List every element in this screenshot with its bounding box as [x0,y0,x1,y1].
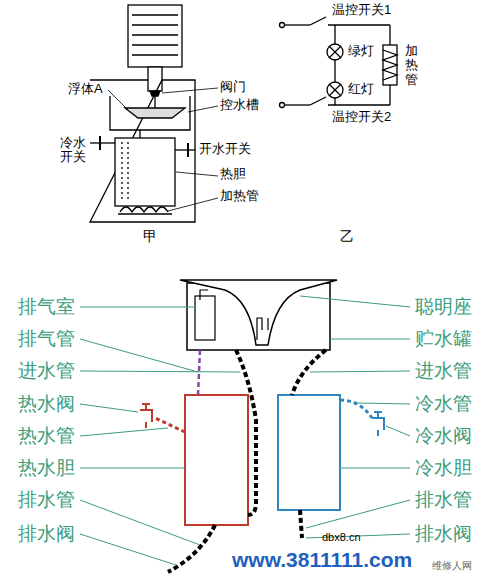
switch-label: 温控开关1 [332,3,391,18]
leader-lines [80,296,410,565]
part-label: 进水管 [415,360,472,382]
part-label: 排气室 [18,296,75,318]
heater-label: 加热管 [405,44,419,87]
part-label: 冷水管 [415,393,472,415]
lamp-label: 红灯 [348,82,374,97]
part-label: 热胆 [220,167,246,182]
part-label: 冷水阀 [415,425,472,447]
part-label: 排水管 [415,489,472,511]
figure-label: 甲 [143,228,157,244]
part-label: 加热管 [220,189,259,204]
part-label: 冷水开关 [60,136,87,165]
watermark: dbx8.cn [322,531,361,544]
part-label: 开水开关 [199,142,251,157]
part-label: 聪明座 [415,296,472,318]
dispenser-figure [90,5,195,222]
part-label: 冷水胆 [415,457,472,479]
watermark: www.3811111.com [232,548,412,572]
lamp-label: 绿灯 [348,44,374,59]
part-label: 排气管 [18,328,75,350]
part-label: 阀门 [220,80,246,95]
part-label: 浮体A [68,82,103,97]
figure-label: 乙 [340,228,354,244]
watermark: 维修人网 [432,560,472,572]
dispenser-structure [140,280,384,572]
part-label: 控水槽 [220,98,259,113]
circuit [280,17,398,108]
part-label: 热水阀 [18,393,75,415]
part-label: 热水管 [18,425,75,447]
part-label: 贮水罐 [415,328,472,350]
part-label: 排水阀 [415,523,472,545]
part-label: 热水胆 [18,457,75,479]
part-label: 排水管 [18,489,75,511]
part-label: 进水管 [18,360,75,382]
switch-label: 温控开关2 [332,110,391,125]
part-label: 排水阀 [18,523,75,545]
